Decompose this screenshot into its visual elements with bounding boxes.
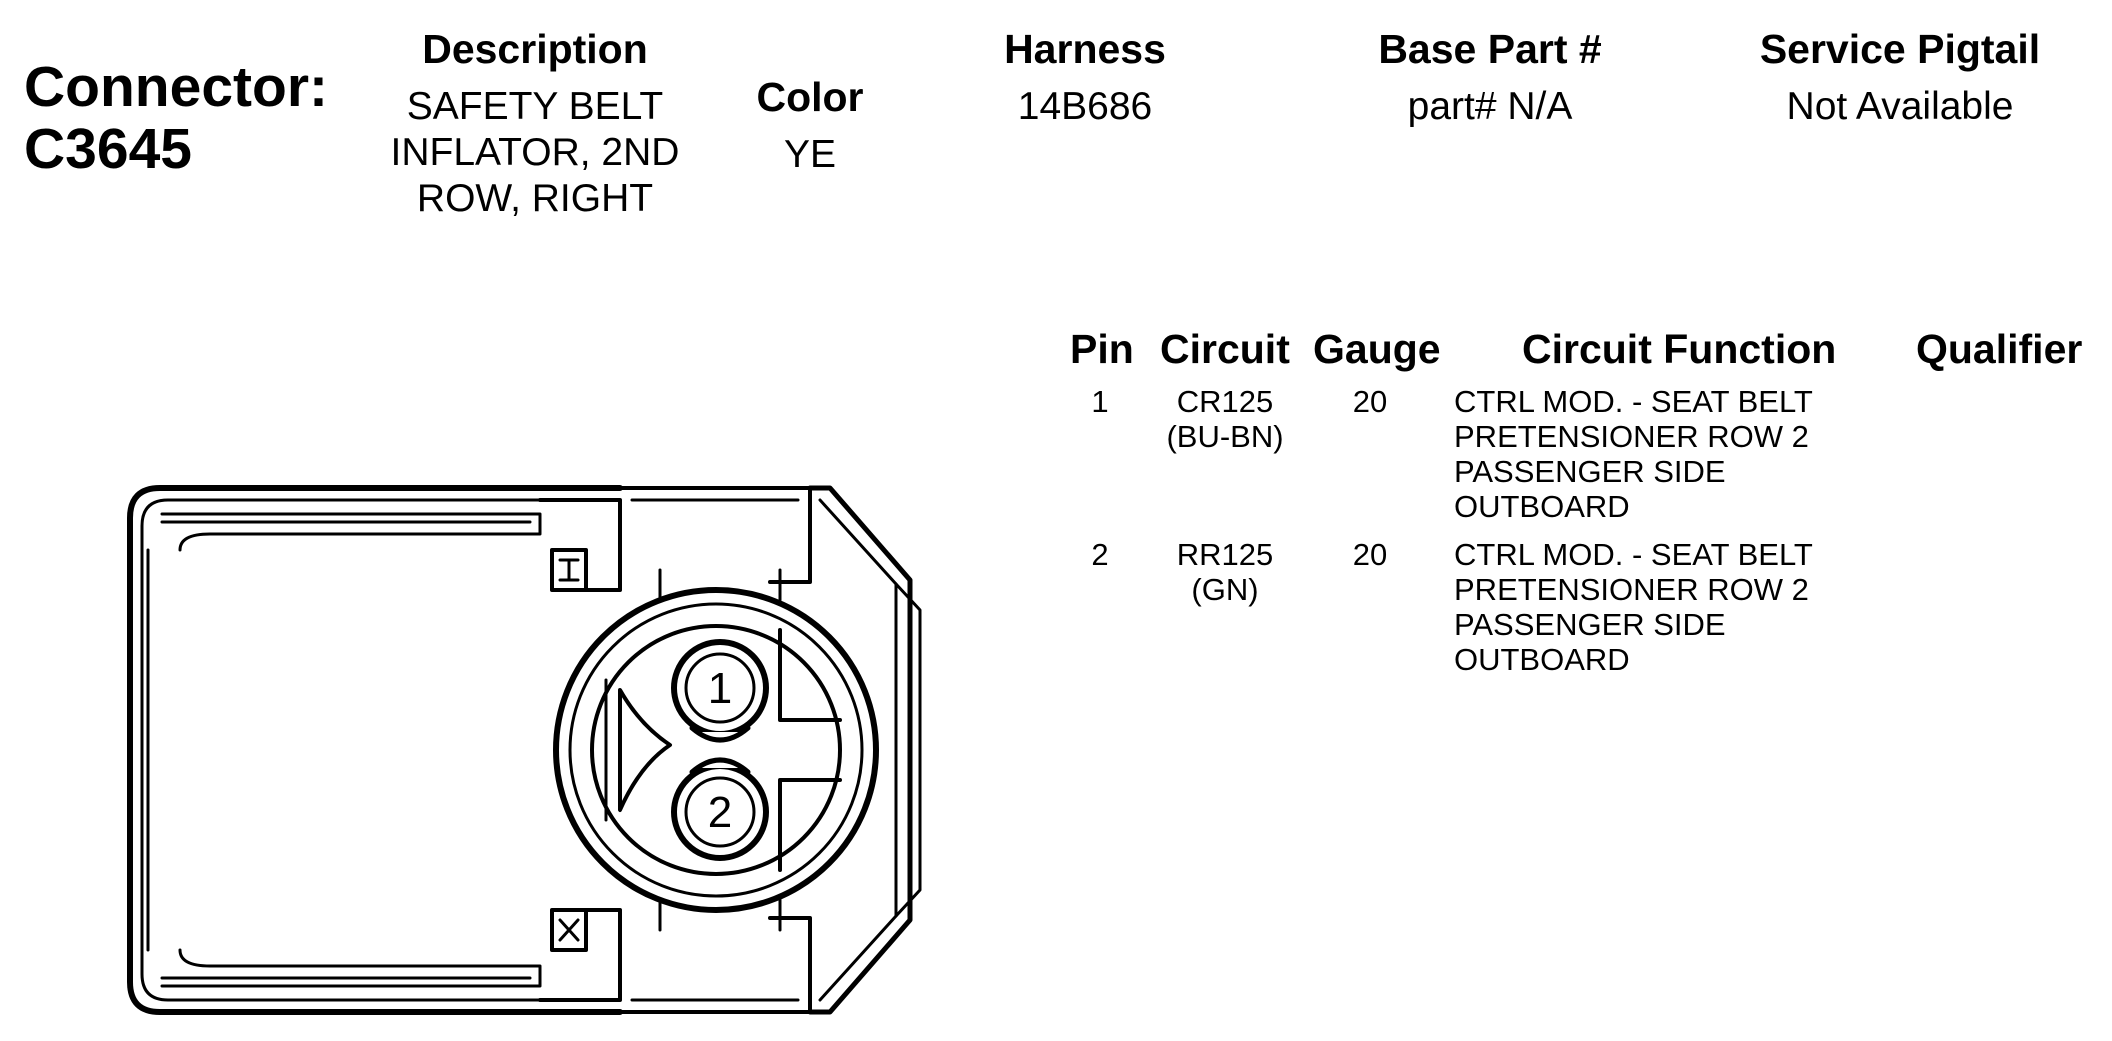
pin-socket-pair bbox=[671, 639, 769, 861]
row-pin: 2 bbox=[1091, 537, 1109, 572]
color-value: YE bbox=[783, 133, 837, 176]
pin-1-label: 1 bbox=[708, 664, 732, 713]
row-gauge: 20 bbox=[1352, 537, 1388, 572]
row-wire-color: (GN) bbox=[1191, 572, 1259, 607]
color-label: Color bbox=[756, 74, 864, 120]
col-circuit-function: Circuit Function bbox=[1522, 326, 1837, 372]
pin-2-tab-marker bbox=[550, 908, 588, 952]
connector-latch-frame bbox=[538, 486, 812, 1014]
row-pin: 1 bbox=[1091, 384, 1109, 419]
description-value: SAFETY BELT INFLATOR, 2ND ROW, RIGHT bbox=[390, 85, 680, 220]
base-part-label: Base Part # bbox=[1378, 26, 1602, 72]
col-gauge: Gauge bbox=[1313, 326, 1441, 372]
col-circuit: Circuit bbox=[1160, 326, 1290, 372]
row-circuit: CR125 bbox=[1176, 384, 1274, 419]
harness-label: Harness bbox=[1004, 26, 1166, 72]
pin-2-label: 2 bbox=[708, 788, 732, 837]
base-part-value: part# N/A bbox=[1407, 85, 1573, 128]
col-pin: Pin bbox=[1070, 326, 1134, 372]
row-gauge: 20 bbox=[1352, 384, 1388, 419]
connector-cavity bbox=[553, 568, 879, 932]
service-pigtail-label: Service Pigtail bbox=[1759, 26, 2041, 72]
row-circuit-function: CTRL MOD. - SEAT BELT PRETENSIONER ROW 2… bbox=[1454, 384, 1813, 524]
row-wire-color: (BU-BN) bbox=[1166, 419, 1284, 454]
service-pigtail-value: Not Available bbox=[1786, 85, 2014, 128]
harness-value: 14B686 bbox=[1017, 85, 1153, 128]
connector-nose bbox=[807, 485, 922, 1015]
connector-id: C3645 bbox=[24, 117, 192, 181]
connector-title: Connector: C3645 bbox=[24, 56, 328, 180]
connector-housing bbox=[127, 485, 623, 1015]
connector-face-diagram: 1 2 bbox=[127, 485, 922, 1015]
pin-1-tab-marker bbox=[550, 548, 588, 592]
col-qualifier: Qualifier bbox=[1916, 326, 2083, 372]
connector-label: Connector: bbox=[24, 55, 328, 119]
description-label: Description bbox=[422, 26, 648, 72]
row-circuit: RR125 bbox=[1176, 537, 1274, 572]
row-circuit-function: CTRL MOD. - SEAT BELT PRETENSIONER ROW 2… bbox=[1454, 537, 1813, 677]
